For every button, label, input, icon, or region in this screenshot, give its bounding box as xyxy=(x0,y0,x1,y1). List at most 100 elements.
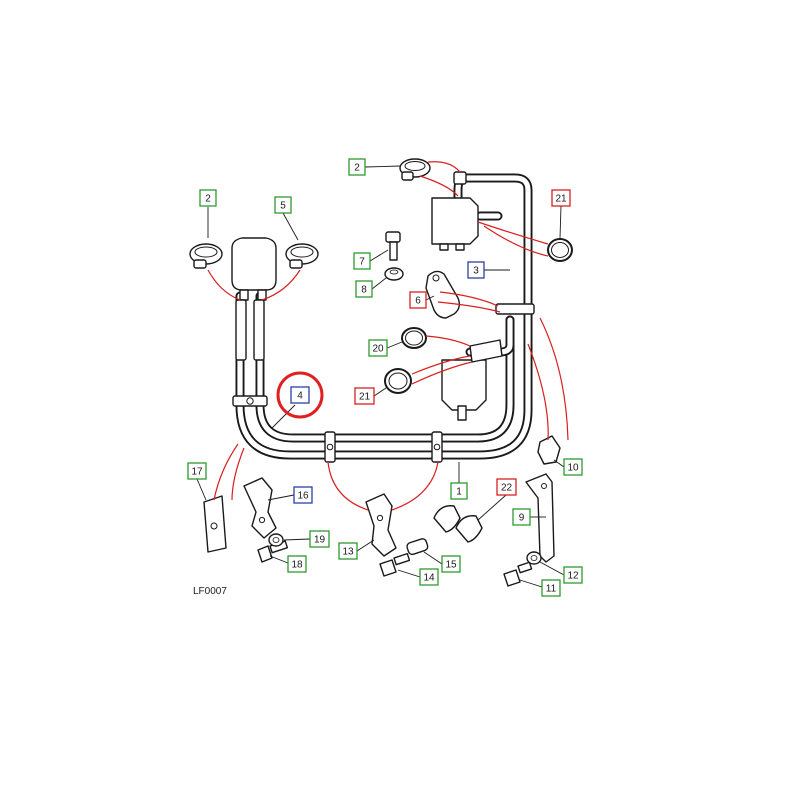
callout-box xyxy=(551,189,571,207)
bracket-part-9 xyxy=(525,473,555,563)
bolt-part-11 xyxy=(503,561,533,587)
callout-number: 5 xyxy=(280,201,286,212)
callout-box xyxy=(563,566,583,584)
callout-number: 2 xyxy=(205,194,211,205)
pipe-grommet-top xyxy=(453,171,467,185)
callout-number: 1 xyxy=(456,487,462,498)
callout-11: 11 xyxy=(541,579,561,597)
callout-number: 12 xyxy=(567,571,579,582)
callout-number: 3 xyxy=(473,266,479,277)
callout-15: 15 xyxy=(441,555,461,573)
callout-19: 19 xyxy=(309,530,330,548)
callout-21: 21 xyxy=(551,189,571,207)
callout-13: 13 xyxy=(338,542,358,560)
callout-number: 10 xyxy=(567,463,579,474)
diagram-code: LF0007 xyxy=(193,586,227,597)
bracket-part-6 xyxy=(425,270,461,319)
bolt-part-14 xyxy=(379,552,411,577)
callout-16: 16 xyxy=(293,486,313,504)
pipe-assembly xyxy=(235,173,533,460)
callout-12: 12 xyxy=(563,566,583,584)
pipe-grommet-right xyxy=(495,303,535,315)
callout-18: 18 xyxy=(287,555,307,573)
callout-box xyxy=(354,387,375,405)
callout-number: 17 xyxy=(191,467,203,478)
callout-box xyxy=(541,579,561,597)
callout-number: 21 xyxy=(555,194,567,205)
callout-box xyxy=(338,542,358,560)
callout-6: 6 xyxy=(409,291,427,309)
valve-block-lower xyxy=(441,339,503,421)
callout-8: 8 xyxy=(355,280,373,298)
bracket-part-16 xyxy=(243,477,277,539)
pipe-grommet-mid1 xyxy=(324,431,336,463)
hose-clamp-left xyxy=(189,243,223,269)
callout-number: 16 xyxy=(297,491,309,502)
callout-box xyxy=(368,339,388,357)
callout-number: 20 xyxy=(372,344,384,355)
callout-20: 20 xyxy=(368,339,388,357)
callout-number: 19 xyxy=(314,535,326,546)
callout-number: 21 xyxy=(359,392,371,403)
hose-clamp-top xyxy=(399,158,431,181)
callout-number: 2 xyxy=(354,163,360,174)
callout-box xyxy=(467,261,485,279)
washer-part-12 xyxy=(526,551,542,565)
hose-clamp-right xyxy=(285,243,319,269)
pipe-grommet-mid2 xyxy=(431,431,443,463)
bracket-part-13 xyxy=(365,493,397,557)
callout-22: 22 xyxy=(496,478,517,496)
bolt-part-18 xyxy=(257,540,289,563)
callout-number: 9 xyxy=(519,513,525,524)
callout-number: 8 xyxy=(361,285,367,296)
washer-part-19 xyxy=(268,533,284,547)
callout-box xyxy=(563,458,583,476)
callout-17: 17 xyxy=(187,462,207,480)
callout-box xyxy=(512,508,531,526)
callout-box xyxy=(355,280,373,298)
callout-box xyxy=(441,555,461,573)
callout-box xyxy=(199,189,217,207)
reservoir-part xyxy=(231,237,277,301)
callout-10: 10 xyxy=(563,458,583,476)
leader-lines xyxy=(196,165,565,588)
callout-3: 3 xyxy=(467,261,485,279)
callout-number: 11 xyxy=(546,584,557,595)
callout-box xyxy=(187,462,207,480)
reservoir-hoses xyxy=(235,299,265,361)
callout-box xyxy=(293,486,313,504)
callout-number: 22 xyxy=(501,483,513,494)
o-ring-20 xyxy=(401,327,427,349)
valve-block-upper xyxy=(431,197,479,251)
callout-box xyxy=(353,252,371,270)
callout-4: 4 xyxy=(290,386,310,404)
clip-part-10 xyxy=(537,435,561,465)
callout-box xyxy=(287,555,307,573)
callout-box xyxy=(348,158,366,176)
o-ring-21-mid xyxy=(384,368,412,394)
callout-number: 6 xyxy=(415,296,421,307)
plate-part-17 xyxy=(203,495,227,553)
callout-number: 18 xyxy=(291,560,303,571)
callout-number: 15 xyxy=(445,560,457,571)
callout-box xyxy=(409,291,427,309)
callout-number: 13 xyxy=(342,547,354,558)
o-ring-21-top xyxy=(547,238,573,262)
callout-1: 1 xyxy=(450,482,468,500)
callout-number: 7 xyxy=(359,257,365,268)
callout-7: 7 xyxy=(353,252,371,270)
bolt-part-7 xyxy=(385,231,401,261)
callout-14: 14 xyxy=(419,568,439,586)
highlight-circle xyxy=(276,371,324,419)
nut-part-8 xyxy=(384,267,404,281)
callout-2: 2 xyxy=(348,158,366,176)
assembly-lines xyxy=(207,161,569,511)
spacer-part-15 xyxy=(406,538,429,556)
callout-box xyxy=(309,530,330,548)
callout-box xyxy=(274,196,292,214)
callout-box xyxy=(496,478,517,496)
clip-part-22 xyxy=(433,505,483,543)
callout-box xyxy=(419,568,439,586)
